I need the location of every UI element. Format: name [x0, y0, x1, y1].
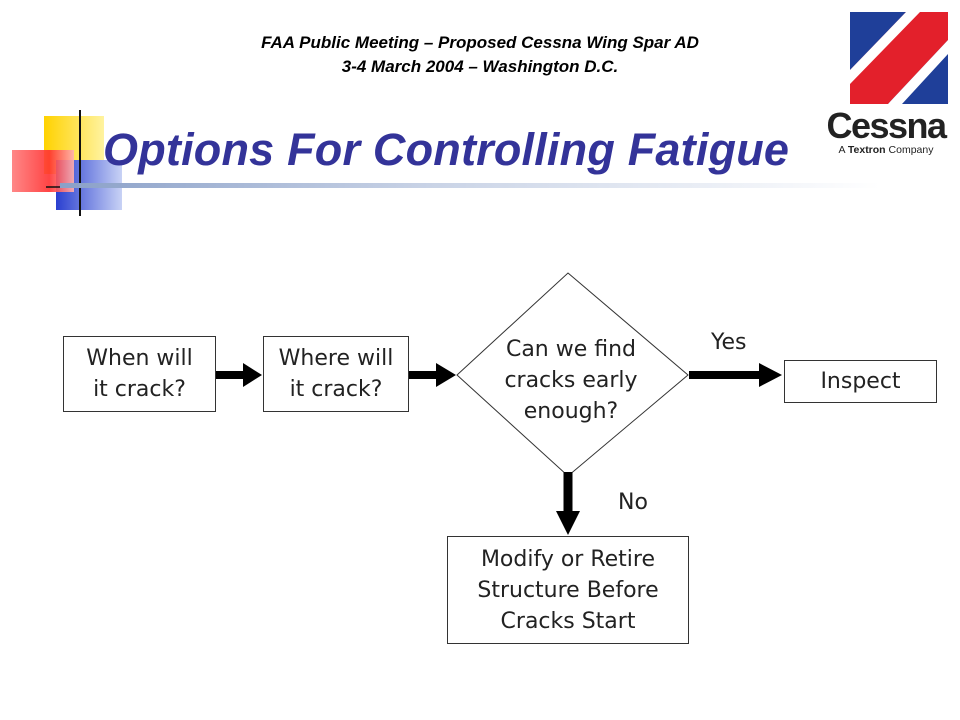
step-where-will-it-crack: Where will it crack?: [263, 336, 409, 412]
decision-label: Can we find cracks early enough?: [504, 337, 638, 424]
yes-branch-label: Yes: [711, 330, 747, 355]
arrow-step2-to-decision: [409, 363, 456, 387]
no-branch-label: No: [618, 490, 648, 515]
svg-text:A Textron Company: A Textron Company: [839, 144, 935, 155]
meeting-title: FAA Public Meeting – Proposed Cessna Win…: [261, 33, 699, 52]
arrow-step1-to-step2: [216, 363, 262, 387]
arrow-yes-to-inspect: [689, 363, 782, 387]
arrow-no-to-modify: [556, 472, 580, 535]
cessna-logo: Cessna A Textron Company: [820, 10, 950, 156]
meeting-date-location: 3-4 March 2004 – Washington D.C.: [341, 57, 619, 76]
slide-title: Options For Controlling Fatigue: [103, 124, 790, 175]
result-inspect: Inspect: [784, 360, 937, 403]
step-when-will-it-crack: When will it crack?: [63, 336, 216, 412]
title-underline: [60, 183, 880, 188]
logo-wordmark: Cessna: [826, 105, 948, 146]
result-modify-or-retire: Modify or Retire Structure Before Cracks…: [447, 536, 689, 644]
